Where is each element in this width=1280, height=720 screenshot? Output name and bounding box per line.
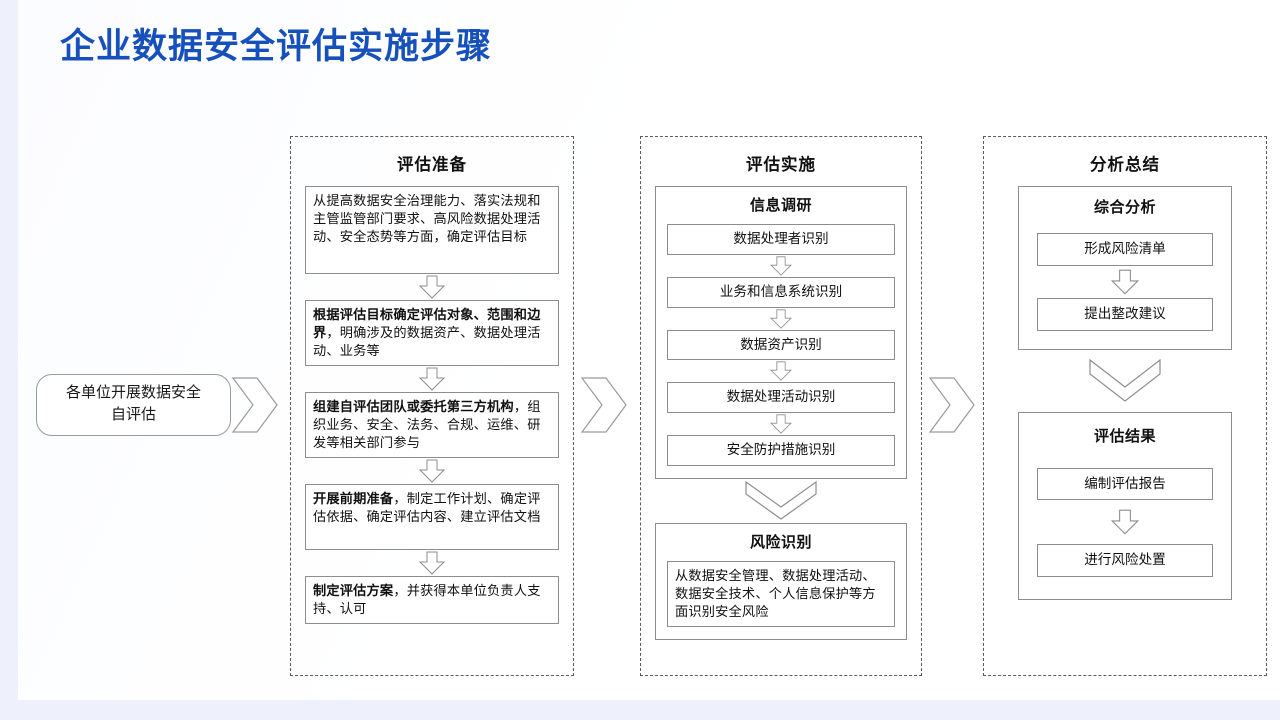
arrow-down-icon bbox=[1037, 266, 1213, 298]
stage-title: 评估准备 bbox=[397, 155, 467, 174]
step-box: 开展前期准备，制定工作计划、确定评估依据、确定评估内容、建立评估文档 bbox=[305, 484, 559, 550]
arrow-down-icon bbox=[667, 308, 895, 330]
step-box: 形成风险清单 bbox=[1037, 233, 1213, 266]
stage-body: 综合分析 形成风险清单 提出整改建议 评估结果 编制评估报告 bbox=[984, 186, 1266, 600]
step-box: 数据处理者识别 bbox=[667, 224, 895, 255]
step-box: 编制评估报告 bbox=[1037, 467, 1213, 501]
stage-assessment-execution: 评估实施 信息调研 数据处理者识别 业务和信息系统识别 数据资产识别 bbox=[640, 136, 922, 676]
slide-canvas: 企业数据安全评估实施步骤 各单位开展数据安全 自评估 评估准备 从提高数据安全治… bbox=[18, 0, 1280, 700]
step-box: 进行风险处置 bbox=[1037, 544, 1213, 577]
arrow-down-icon bbox=[305, 274, 559, 300]
step-box: 组建自评估团队或委托第三方机构，组织业务、安全、法务、合规、运维、研发等相关部门… bbox=[305, 392, 559, 458]
step-text-lead: 制定评估方案 bbox=[313, 583, 394, 598]
arrow-down-icon bbox=[305, 550, 559, 576]
step-box: 根据评估目标确定评估对象、范围和边界，明确涉及的数据资产、数据处理活动、业务等 bbox=[305, 300, 559, 366]
arrow-down-icon bbox=[667, 413, 895, 435]
step-box: 数据资产识别 bbox=[667, 329, 895, 361]
step-text-lead: 开展前期准备 bbox=[313, 491, 394, 506]
subgroup-information-research: 信息调研 数据处理者识别 业务和信息系统识别 数据资产识别 bbox=[655, 186, 907, 479]
chevron-right-icon bbox=[231, 374, 279, 436]
start-node-line2: 自评估 bbox=[110, 407, 156, 423]
chevron-down-icon bbox=[655, 479, 907, 523]
start-node-line1: 各单位开展数据安全 bbox=[65, 385, 201, 402]
chevron-right-icon bbox=[928, 374, 976, 436]
step-box: 数据处理活动识别 bbox=[667, 382, 895, 413]
chevron-down-icon bbox=[1018, 350, 1232, 412]
arrow-down-icon bbox=[305, 458, 559, 484]
step-box: 从提高数据安全治理能力、落实法规和主管监管部门要求、高风险数据处理活动、安全态势… bbox=[305, 186, 559, 274]
arrow-down-icon bbox=[1037, 500, 1213, 544]
start-node-label: 各单位开展数据安全 自评估 bbox=[66, 383, 201, 427]
subgroup-risk-identification: 风险识别 从数据安全管理、数据处理活动、数据安全技术、个人信息保护等方面识别安全… bbox=[655, 522, 907, 640]
stage-title: 分析总结 bbox=[1090, 155, 1160, 174]
step-text-rest: ，制定工作计划、确定评估依据、确定评估内容、建立评估文档 bbox=[313, 491, 541, 525]
stage-title: 评估实施 bbox=[746, 155, 816, 174]
page-title: 企业数据安全评估实施步骤 bbox=[60, 27, 493, 66]
chevron-right-icon bbox=[580, 374, 628, 436]
step-text: 从提高数据安全治理能力、落实法规和主管监管部门要求、高风险数据处理活动、安全态势… bbox=[313, 193, 541, 245]
step-text-lead: 根据评估目标确定评估对象、范围和边界 bbox=[313, 307, 541, 341]
stage-body: 从提高数据安全治理能力、落实法规和主管监管部门要求、高风险数据处理活动、安全态势… bbox=[291, 186, 573, 624]
stage-body: 信息调研 数据处理者识别 业务和信息系统识别 数据资产识别 bbox=[641, 186, 921, 640]
start-node: 各单位开展数据安全 自评估 bbox=[36, 374, 231, 436]
subgroup-assessment-result: 评估结果 编制评估报告 进行风险处置 bbox=[1018, 411, 1232, 600]
step-text-rest: ，并获得本单位负责人支持、认可 bbox=[313, 583, 541, 617]
subgroup-title: 信息调研 bbox=[749, 198, 812, 214]
step-box: 制定评估方案，并获得本单位负责人支持、认可 bbox=[305, 576, 559, 624]
subgroup-comprehensive-analysis: 综合分析 形成风险清单 提出整改建议 bbox=[1018, 186, 1232, 350]
step-box: 从数据安全管理、数据处理活动、数据安全技术、个人信息保护等方面识别安全风险 bbox=[667, 560, 895, 627]
step-box: 业务和信息系统识别 bbox=[667, 276, 895, 308]
step-text-rest: ，明确涉及的数据资产、数据处理活动、业务等 bbox=[313, 325, 541, 359]
arrow-down-icon bbox=[667, 360, 895, 382]
subgroup-title: 评估结果 bbox=[1093, 428, 1156, 445]
subgroup-title: 综合分析 bbox=[1093, 200, 1156, 216]
step-text-lead: 组建自评估团队或委托第三方机构 bbox=[313, 399, 514, 414]
arrow-down-icon bbox=[305, 366, 559, 392]
stage-assessment-preparation: 评估准备 从提高数据安全治理能力、落实法规和主管监管部门要求、高风险数据处理活动… bbox=[290, 136, 574, 676]
arrow-down-icon bbox=[667, 255, 895, 277]
step-text-rest: ，组织业务、安全、法务、合规、运维、研发等相关部门参与 bbox=[313, 399, 541, 451]
subgroup-title: 风险识别 bbox=[749, 534, 812, 551]
step-box: 提出整改建议 bbox=[1037, 297, 1213, 331]
stage-analysis-summary: 分析总结 综合分析 形成风险清单 提出整改建议 评估结果 编制评估 bbox=[983, 136, 1267, 676]
step-box: 安全防护措施识别 bbox=[667, 435, 895, 466]
